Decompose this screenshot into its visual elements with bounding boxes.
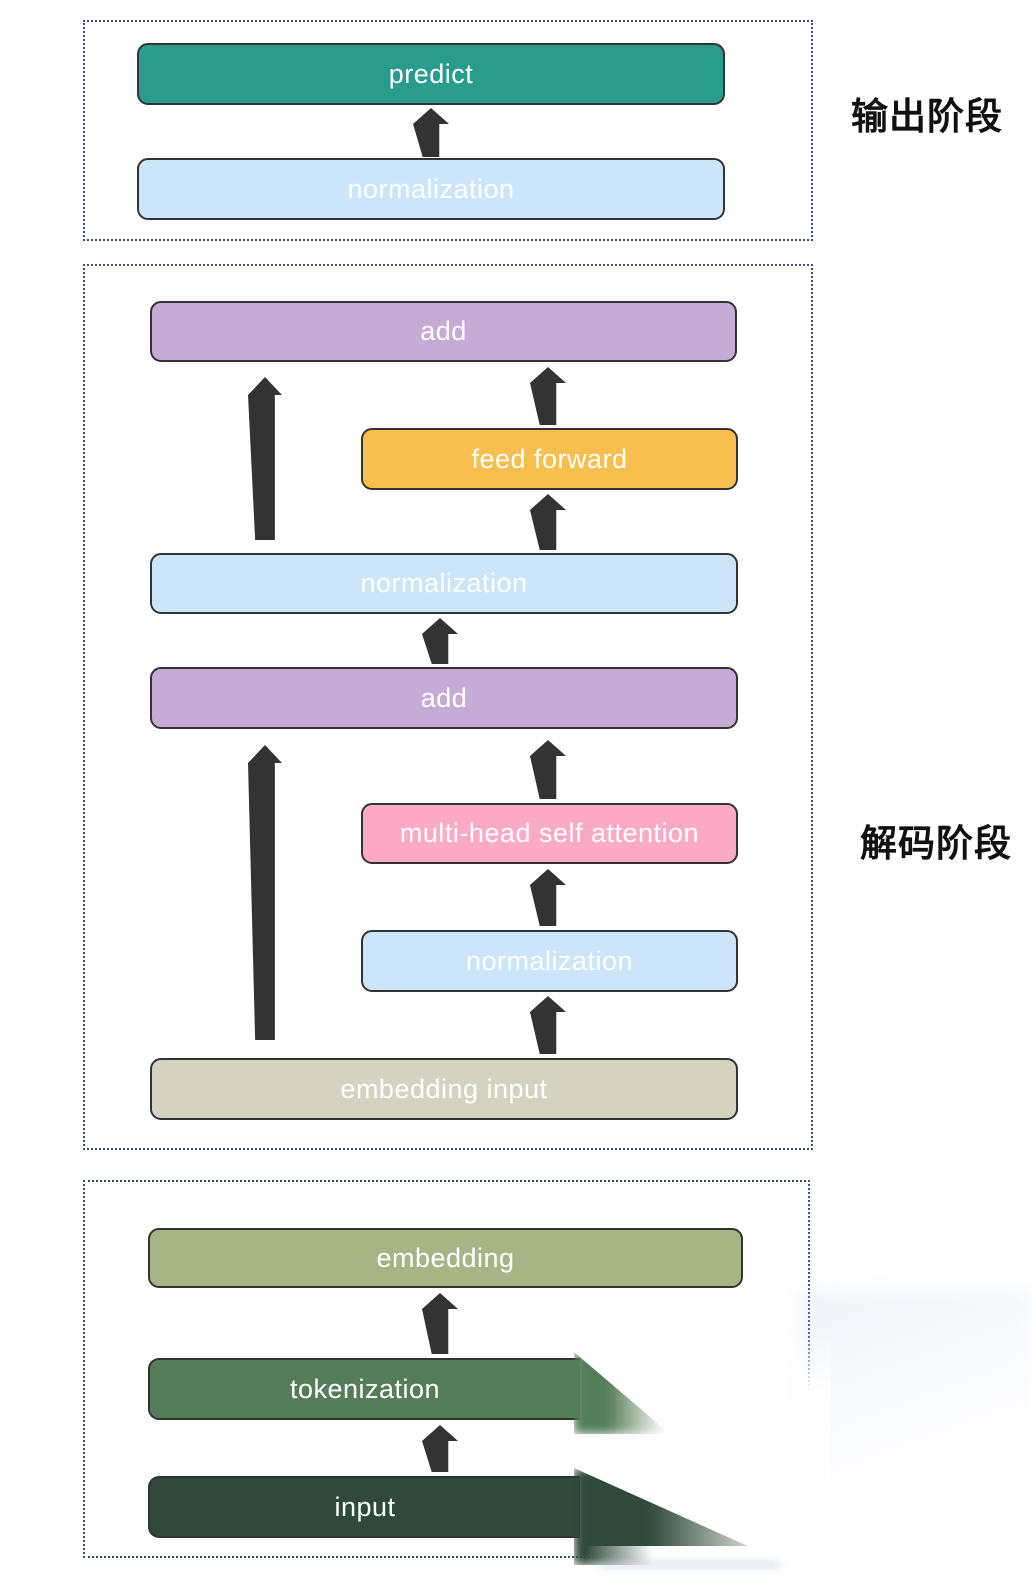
- decoding-stage-label: 解码阶段: [860, 823, 1012, 864]
- smudge-artifact: [792, 1335, 830, 1575]
- embedding-input-box: embedding input: [150, 1058, 738, 1120]
- output-stage-section: [83, 20, 813, 241]
- feed-forward-box: feed forward: [361, 428, 738, 490]
- predict-box: predict: [137, 43, 725, 105]
- embedding-box: embedding: [148, 1228, 743, 1288]
- smudge-artifact: [600, 1560, 780, 1569]
- tokenization-box: tokenization: [148, 1358, 580, 1420]
- add-box-top: add: [150, 301, 737, 362]
- normalization-box-output: normalization: [137, 158, 725, 220]
- smudge-artifact: [800, 1290, 1033, 1579]
- multi-head-self-attention-box: multi-head self attention: [361, 803, 738, 864]
- normalization-box-lower: normalization: [361, 930, 738, 992]
- decoding-stage-section: [83, 264, 813, 1150]
- add-box-bottom: add: [150, 667, 738, 729]
- input-box: input: [148, 1476, 580, 1538]
- output-stage-label: 输出阶段: [851, 96, 1003, 137]
- smudge-artifact: [585, 1546, 811, 1574]
- normalization-box-upper: normalization: [150, 553, 738, 614]
